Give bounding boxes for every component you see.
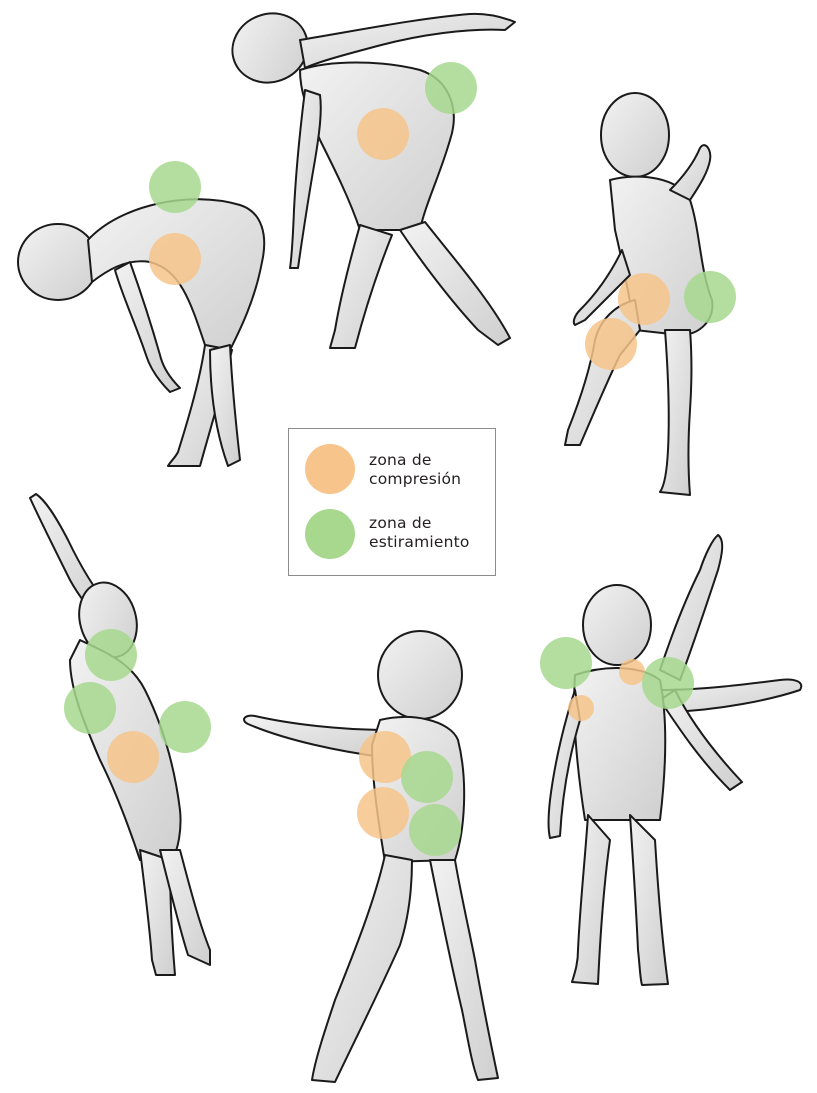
- stretch-zone-marker: [409, 804, 461, 856]
- compression-zone-marker: [357, 787, 409, 839]
- figure-leg: [312, 855, 412, 1082]
- figure-arm-raise: [549, 535, 802, 985]
- figure-side-bend: [223, 3, 515, 348]
- compression-zone-marker: [585, 318, 637, 370]
- stretch-zone-marker: [540, 637, 592, 689]
- compression-zone-marker: [619, 659, 645, 685]
- compression-zone-marker: [357, 108, 409, 160]
- figure-leg: [400, 222, 510, 345]
- compression-label-line1: zona de: [369, 451, 461, 470]
- figure-arm: [290, 90, 321, 268]
- stretch-zone-marker: [64, 682, 116, 734]
- stretch-zone-marker: [425, 62, 477, 114]
- stretch-zone-marker: [401, 751, 453, 803]
- compression-swatch: [305, 444, 355, 494]
- stretch-label-line1: zona de: [369, 514, 470, 533]
- legend-box: zona de compresión zona de estiramiento: [288, 428, 496, 576]
- stretch-zone-marker: [642, 657, 694, 709]
- compression-legend-label: zona de compresión: [369, 451, 461, 489]
- figure-head: [583, 585, 651, 665]
- figure-leg: [660, 330, 692, 495]
- figure-head: [601, 93, 669, 177]
- figure-leg: [430, 860, 498, 1080]
- compression-zone-marker: [149, 233, 201, 285]
- figure-arm: [300, 14, 515, 68]
- figure-leg: [630, 815, 668, 985]
- stretch-zone-marker: [684, 271, 736, 323]
- compression-zone-marker: [618, 273, 670, 325]
- figure-leg: [572, 815, 610, 984]
- compression-zone-marker: [568, 695, 594, 721]
- stretch-label-line2: estiramiento: [369, 533, 470, 552]
- figure-leg: [210, 345, 240, 466]
- figure-arm: [670, 145, 710, 200]
- figure-head: [378, 631, 462, 719]
- compression-label-line2: compresión: [369, 470, 461, 489]
- stretch-zone-marker: [159, 701, 211, 753]
- figure-trunk-twist: [244, 631, 498, 1082]
- stretch-zone-marker: [85, 629, 137, 681]
- compression-zone-marker: [107, 731, 159, 783]
- figure-leg: [330, 225, 392, 348]
- stretch-legend-label: zona de estiramiento: [369, 514, 470, 552]
- figure-head: [18, 224, 98, 300]
- stretch-zone-marker: [149, 161, 201, 213]
- stretch-swatch: [305, 509, 355, 559]
- figure-forward-bend: [18, 199, 264, 466]
